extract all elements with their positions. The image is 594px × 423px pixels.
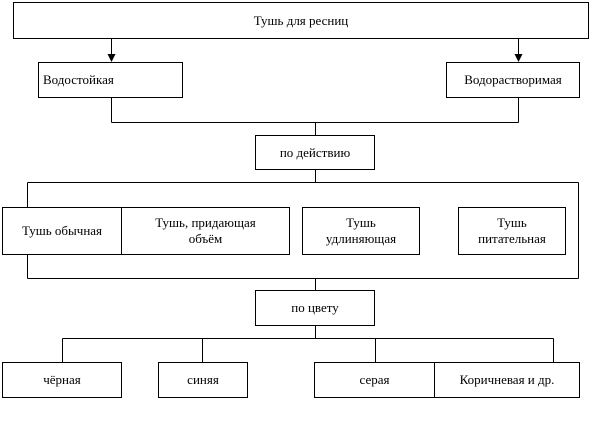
node-lengthening: Тушь удлиняющая [302, 207, 420, 255]
node-color-grey: серая [314, 362, 435, 398]
arrowhead-left [107, 54, 116, 62]
node-label: Тушь обычная [21, 223, 103, 238]
root-node-label: Тушь для ресниц [253, 12, 349, 28]
node-label-line: объём [188, 231, 223, 246]
node-ordinary: Тушь обычная [2, 207, 122, 255]
node-waterproof: Водостойкая [38, 62, 183, 98]
node-nourishing: Тушь питательная [458, 207, 566, 255]
node-label: Водорастворимая [464, 72, 562, 87]
node-color-brown: Коричневая и др. [434, 362, 580, 398]
node-label: синяя [187, 372, 219, 387]
node-color-black: чёрная [2, 362, 122, 398]
node-label-line: Тушь [346, 215, 376, 230]
node-color-blue: синяя [158, 362, 248, 398]
node-label: серая [359, 372, 390, 387]
root-node: Тушь для ресниц [13, 2, 589, 39]
node-water-soluble: Водорастворимая [446, 62, 580, 98]
node-label-line: Тушь [497, 215, 527, 230]
node-label-line: Тушь, придающая [155, 215, 256, 230]
node-label: Водостойкая [43, 72, 114, 87]
arrowhead-right [514, 54, 523, 62]
node-by-action: по действию [255, 135, 375, 170]
node-label: по цвету [291, 300, 339, 315]
node-label-line: питательная [478, 231, 546, 246]
node-label-line: удлиняющая [325, 231, 397, 246]
node-by-color: по цвету [255, 290, 375, 326]
node-label: по действию [279, 144, 351, 160]
node-volume: Тушь, придающая объём [121, 207, 290, 255]
node-label: чёрная [43, 372, 81, 387]
node-label: Коричневая и др. [459, 372, 555, 387]
